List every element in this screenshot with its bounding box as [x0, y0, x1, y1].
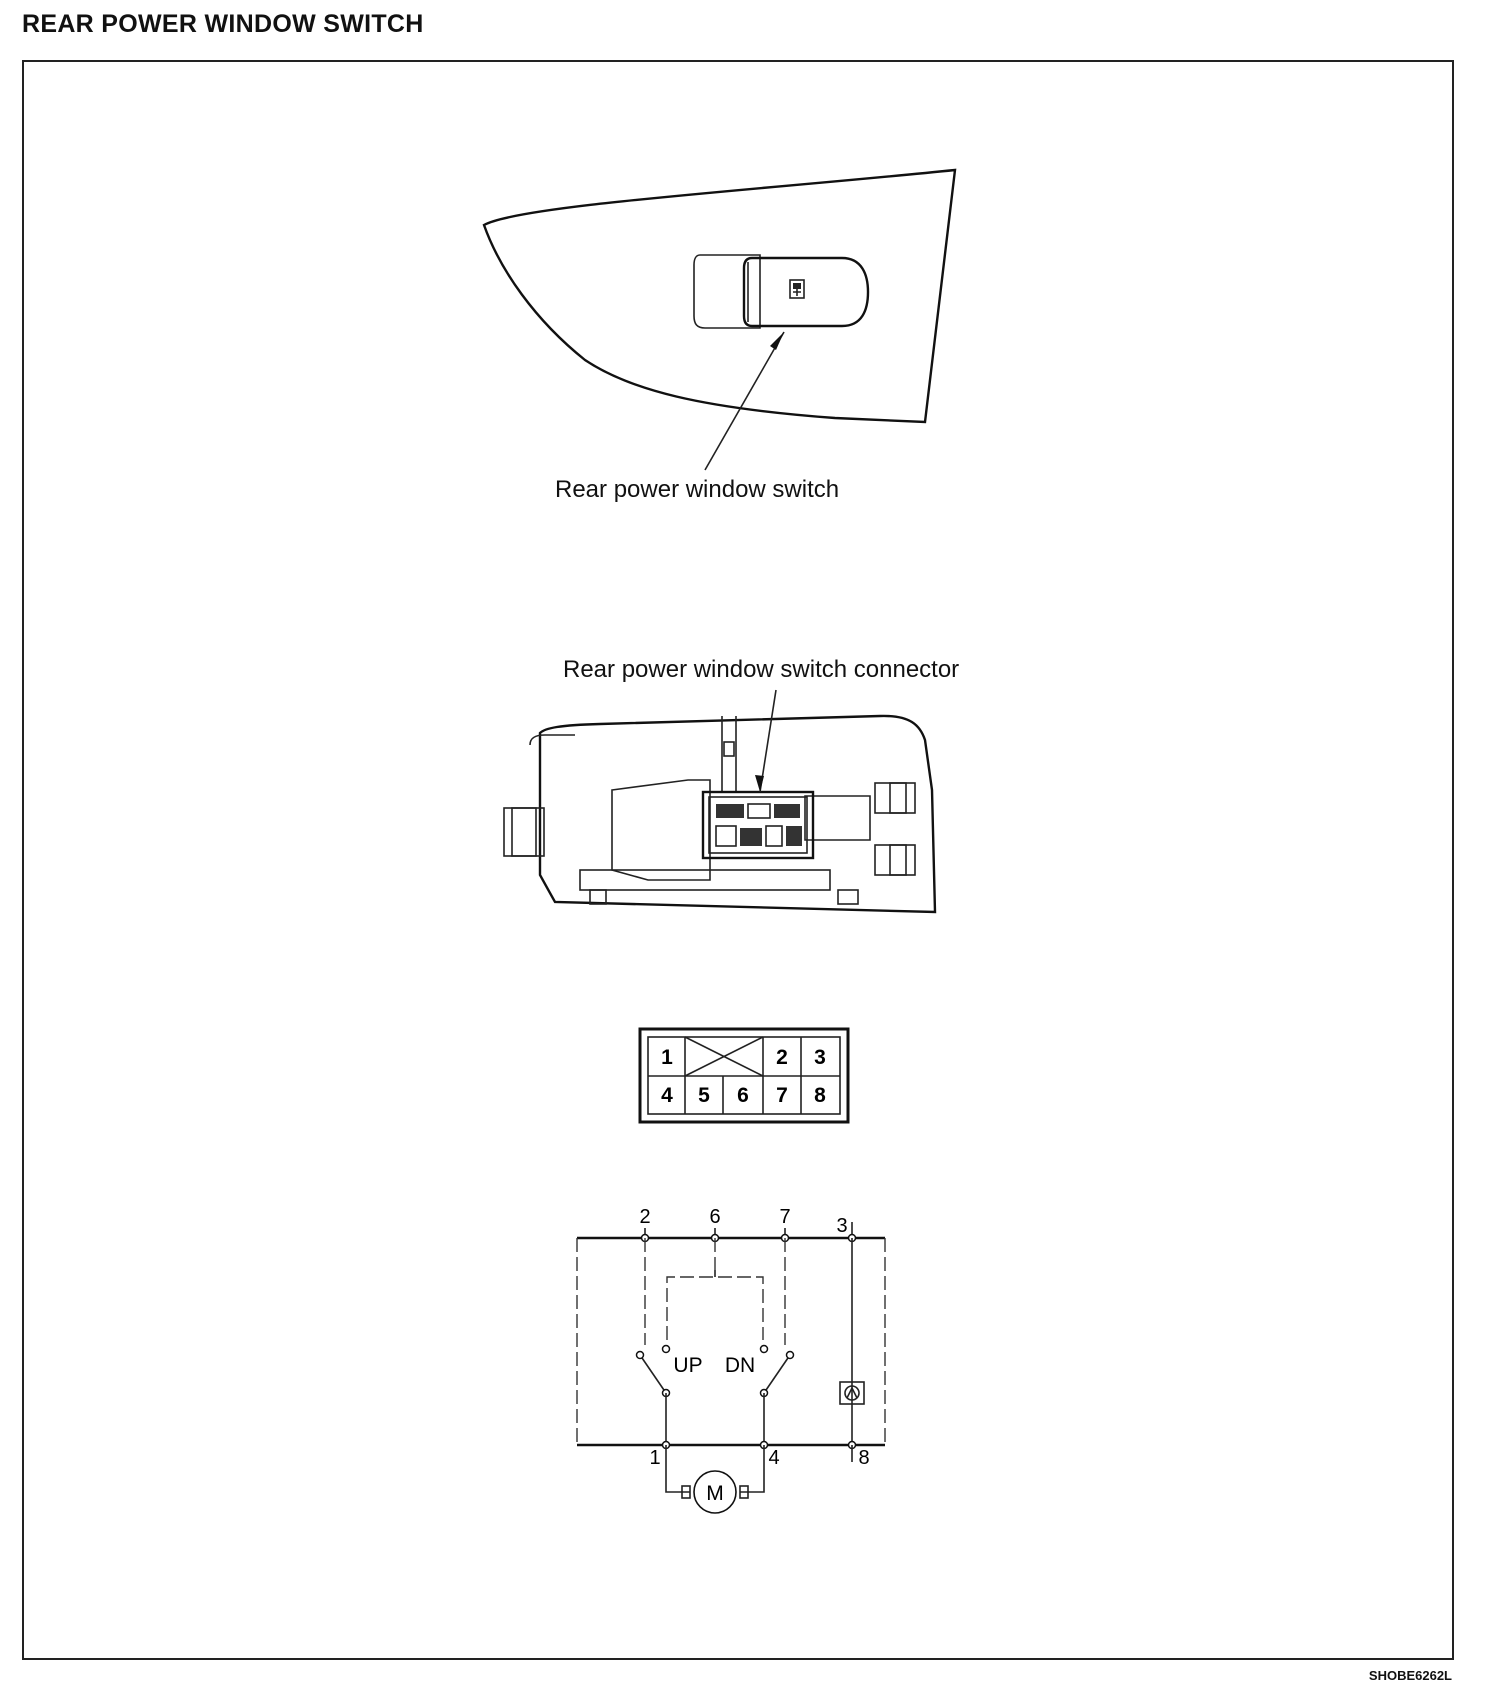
- figure-code: SHOBE6262L: [1368, 1668, 1452, 1683]
- switch-connector-illustration: [701, 790, 815, 860]
- door-trim-panel: [482, 168, 957, 424]
- terminal-label: 6: [709, 1206, 720, 1228]
- window-switch-illustration: [693, 254, 870, 329]
- terminal-label: 2: [639, 1206, 650, 1228]
- page-title: REAR POWER WINDOW SWITCH: [22, 10, 424, 38]
- connector-pin-face: [638, 1027, 850, 1124]
- switch-callout-label: Rear power window switch: [555, 476, 840, 503]
- motor-label: M: [706, 1482, 724, 1505]
- schematic-labels: 2 6 7 3 1 4 8 UP DN M: [639, 1206, 869, 1505]
- connector-pin-labels: 1 2 3 4 5 6 7 8: [661, 1046, 826, 1107]
- pin-label: 3: [814, 1046, 826, 1069]
- switch-down-label: DN: [725, 1354, 755, 1377]
- terminal-label: 1: [649, 1447, 660, 1469]
- connector-callout-label: Rear power window switch connector: [563, 656, 960, 683]
- switch-callout-leader: [704, 331, 785, 471]
- pin-label: 6: [737, 1084, 749, 1107]
- switch-up-label: UP: [673, 1354, 702, 1377]
- connector-callout-leader: [755, 689, 777, 793]
- pin-label: 2: [776, 1046, 788, 1069]
- pin-label: 8: [814, 1084, 826, 1107]
- terminal-label: 4: [768, 1447, 779, 1469]
- terminal-label: 3: [836, 1215, 847, 1237]
- terminal-label: 7: [779, 1206, 790, 1228]
- pin-label: 5: [698, 1084, 710, 1107]
- circuit-schematic: [576, 1222, 886, 1514]
- terminal-label: 8: [858, 1447, 869, 1469]
- pin-label: 4: [661, 1084, 673, 1107]
- pin-label: 1: [661, 1046, 673, 1069]
- switch-back-housing: [503, 714, 937, 914]
- diagram-frame: [22, 60, 1454, 1660]
- light-bulb-icon: [844, 1385, 860, 1401]
- pin-label: 7: [776, 1084, 788, 1107]
